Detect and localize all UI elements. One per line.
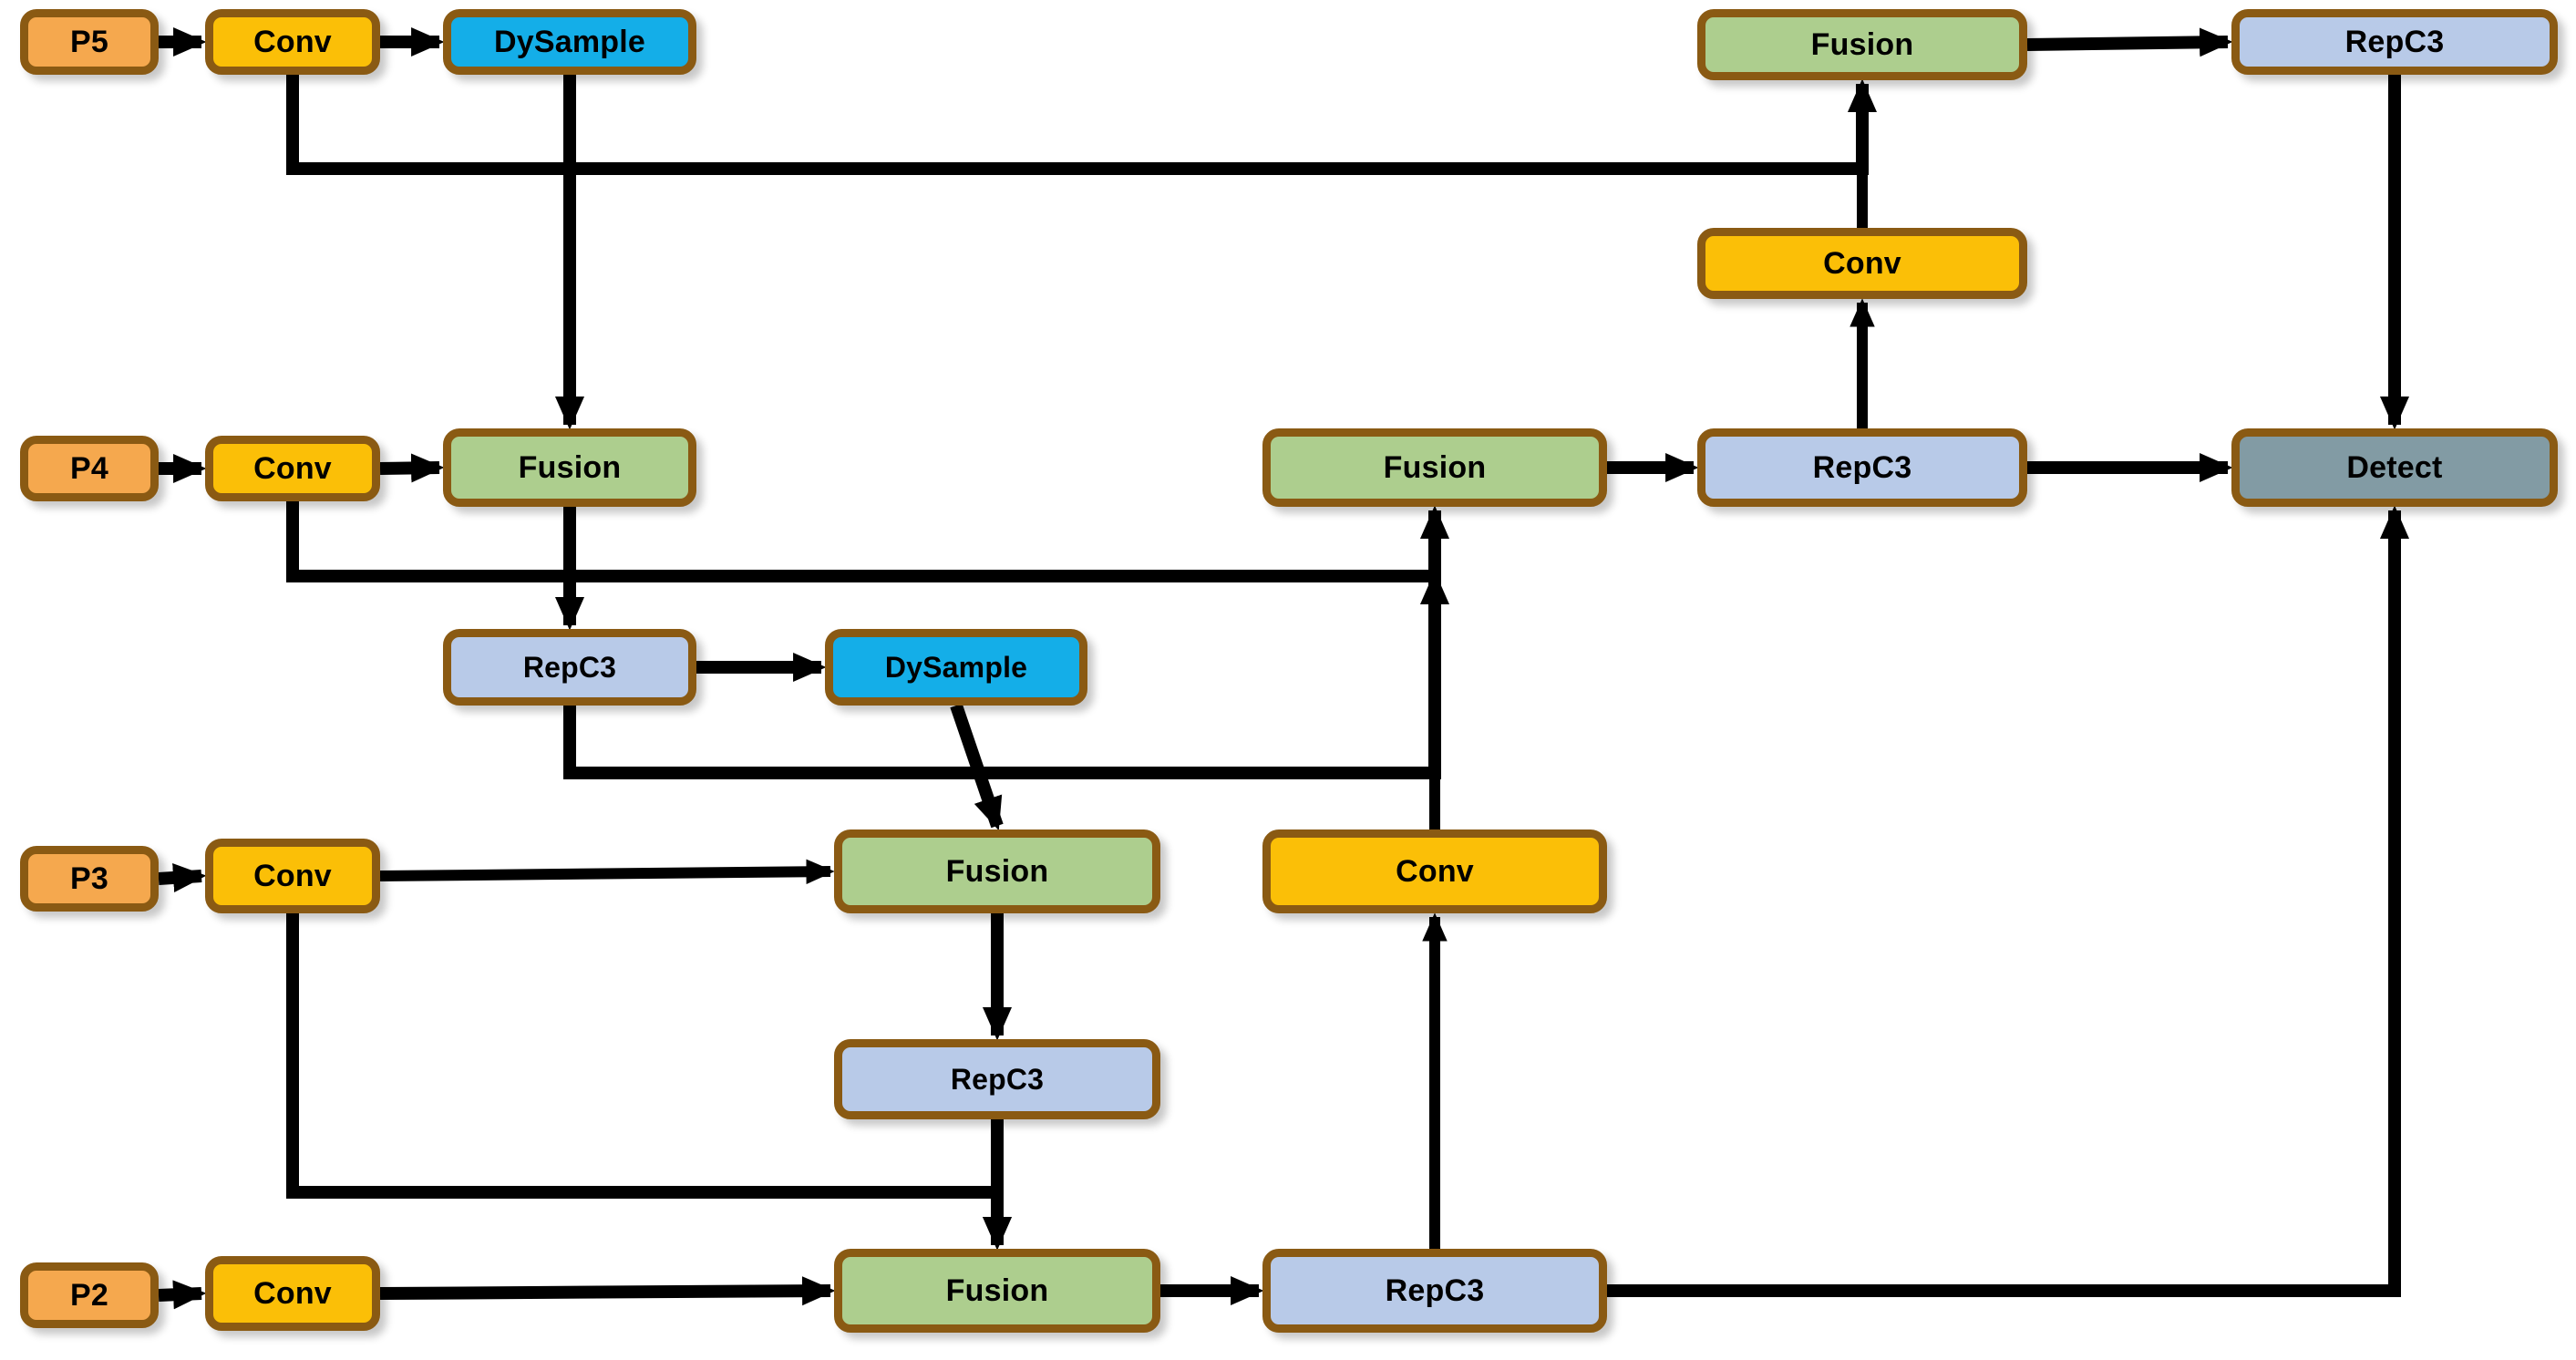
node-label: Fusion xyxy=(1810,27,1914,62)
node-conv_p3: Conv xyxy=(205,839,380,913)
node-label: Conv xyxy=(1823,246,1901,281)
node-conv_p5: Conv xyxy=(205,9,380,75)
node-fusion_p3: Fusion xyxy=(834,829,1160,913)
node-fusion_top: Fusion xyxy=(1697,9,2027,80)
node-repc3_mid: RepC3 xyxy=(1697,428,2027,507)
node-label: Fusion xyxy=(518,450,622,485)
node-repc3_p3: RepC3 xyxy=(834,1039,1160,1119)
node-detect: Detect xyxy=(2231,428,2558,507)
node-label: Fusion xyxy=(945,854,1049,889)
edge-dysample_p4-to-fusion_p3 xyxy=(950,703,1004,831)
edge-conv_p3-to-fusion_p3 xyxy=(379,859,835,884)
node-conv_p2: Conv xyxy=(205,1256,380,1331)
node-p5: P5 xyxy=(20,9,159,75)
node-label: Conv xyxy=(253,451,332,486)
node-repc3_bot: RepC3 xyxy=(1262,1249,1607,1333)
edge-p2-to-conv_p2 xyxy=(158,1280,207,1310)
edge-fusion_top-to-repc3_top xyxy=(2026,27,2233,57)
edge-conv_p4-to-fusion_p4 xyxy=(379,453,445,483)
node-label: Detect xyxy=(2346,450,2443,485)
node-fusion_p2: Fusion xyxy=(834,1249,1160,1333)
node-repc3_p4: RepC3 xyxy=(443,629,696,706)
node-label: Conv xyxy=(253,859,332,893)
node-label: P4 xyxy=(70,451,108,486)
node-label: RepC3 xyxy=(1385,1273,1485,1308)
node-dysample_p4: DySample xyxy=(825,629,1087,706)
node-dysample_p5: DySample xyxy=(443,9,696,75)
node-label: Conv xyxy=(253,1276,332,1311)
edge-repc3_bot-to-detect xyxy=(1607,505,2410,1297)
node-label: P5 xyxy=(70,25,108,59)
node-p2: P2 xyxy=(20,1262,159,1328)
node-label: Fusion xyxy=(1383,450,1487,485)
edge-conv_p4-to-fusion_mid xyxy=(286,501,1450,582)
node-fusion_mid: Fusion xyxy=(1262,428,1607,507)
node-label: P2 xyxy=(70,1278,108,1313)
node-conv_p4: Conv xyxy=(205,436,380,501)
edge-conv_p2-to-fusion_p2 xyxy=(379,1276,836,1306)
node-p4: P4 xyxy=(20,436,159,501)
node-label: DySample xyxy=(493,25,645,59)
node-label: DySample xyxy=(884,651,1028,684)
node-fusion_p4: Fusion xyxy=(443,428,696,507)
node-label: RepC3 xyxy=(1812,450,1912,485)
node-conv_mid_lo: Conv xyxy=(1262,829,1607,913)
node-label: Conv xyxy=(253,25,332,59)
node-label: RepC3 xyxy=(2344,25,2445,59)
edge-p3-to-conv_p3 xyxy=(158,862,207,892)
node-label: P3 xyxy=(70,861,108,896)
node-label: RepC3 xyxy=(950,1063,1045,1096)
node-conv_mid_hi: Conv xyxy=(1697,228,2027,299)
node-repc3_top: RepC3 xyxy=(2231,9,2558,75)
node-label: RepC3 xyxy=(522,651,617,684)
node-label: Fusion xyxy=(945,1273,1049,1308)
node-p3: P3 xyxy=(20,846,159,912)
node-label: Conv xyxy=(1396,854,1474,889)
edge-conv_p5-to-fusion_top xyxy=(286,75,1878,175)
